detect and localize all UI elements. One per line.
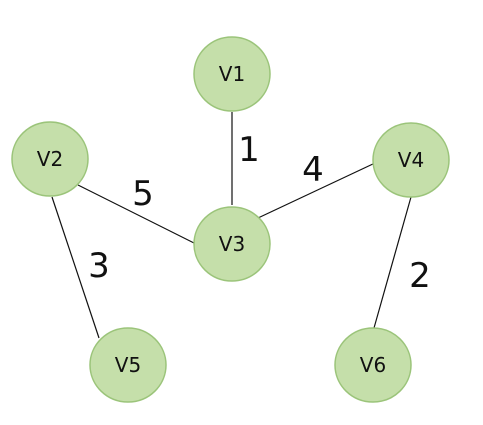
node-v6: V6 [334, 327, 412, 403]
node-v2: V2 [11, 121, 89, 197]
node-v1-circle [193, 36, 271, 112]
node-v2-circle [11, 121, 89, 197]
node-v2-label: V2 [37, 147, 63, 171]
edge-weight-v1-v3: 1 [238, 130, 260, 170]
node-v5-label: V5 [115, 353, 141, 377]
node-v6-label: V6 [360, 353, 386, 377]
node-v1-label: V1 [219, 62, 245, 86]
edge-v3-v4 [257, 162, 376, 219]
edge-v2-v3 [77, 184, 195, 244]
edge-weight-v2-v5: 3 [88, 246, 110, 286]
edge-weight-v2-v3: 5 [132, 174, 154, 214]
nodes: V1 V2 V3 V4 V5 V6 [11, 36, 450, 403]
node-v6-circle [334, 327, 412, 403]
edge-weight-v4-v6: 2 [409, 256, 431, 296]
edge-weight-v3-v4: 4 [302, 150, 324, 190]
node-v4-circle [372, 122, 450, 198]
node-v3-label: V3 [219, 232, 245, 256]
node-v5: V5 [89, 327, 167, 403]
edges [51, 112, 412, 339]
node-v1: V1 [193, 36, 271, 112]
node-v5-circle [89, 327, 167, 403]
node-v4-label: V4 [398, 148, 424, 172]
edge-weights: 1 5 4 3 2 [88, 130, 431, 296]
edge-v2-v5 [51, 196, 100, 339]
node-v3-circle [193, 206, 271, 282]
edge-v4-v6 [373, 196, 412, 329]
node-v4: V4 [372, 122, 450, 198]
node-v3: V3 [193, 206, 271, 282]
